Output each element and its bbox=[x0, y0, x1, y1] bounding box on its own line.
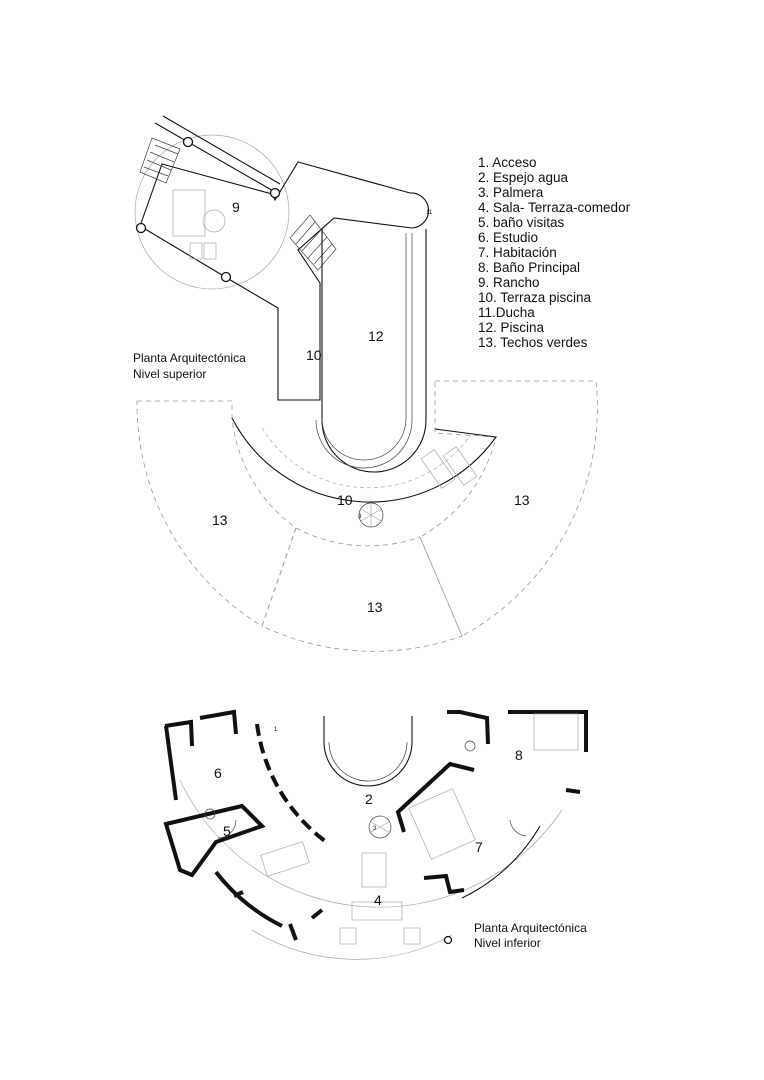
terrace-outline bbox=[231, 417, 497, 503]
legend-item: 7. Habitación bbox=[478, 245, 557, 260]
bed bbox=[408, 788, 476, 860]
rancho-column-base bbox=[202, 209, 226, 233]
legend-item: 12. Piscina bbox=[478, 320, 545, 335]
room-label-habitacion: 7 bbox=[475, 839, 483, 855]
green-roof-right-outline bbox=[419, 380, 598, 637]
lower-caption-line2: Nivel inferior bbox=[474, 936, 541, 950]
legend-item: 11.Ducha bbox=[478, 305, 535, 320]
legend-item: 6. Estudio bbox=[478, 230, 538, 245]
pool-inner-edge-2 bbox=[315, 233, 413, 469]
armchair bbox=[403, 927, 421, 945]
pillar-icon bbox=[220, 271, 232, 283]
rancho-circle bbox=[134, 134, 290, 290]
green-roof-bottom-outline bbox=[261, 527, 463, 652]
room-label-sala: 4 bbox=[374, 892, 382, 908]
pillar-icon bbox=[182, 136, 194, 148]
palm-leaves bbox=[370, 821, 390, 833]
lounger bbox=[442, 446, 478, 486]
upper-stair bbox=[289, 214, 337, 271]
palm-leaves bbox=[360, 503, 382, 527]
upper-level-plan bbox=[134, 115, 598, 652]
upper-caption-line1: Planta Arquitectónica bbox=[133, 351, 246, 365]
room-label-techo-right: 13 bbox=[514, 492, 530, 508]
room-label-piscina: 12 bbox=[368, 328, 384, 344]
room-label-palmera-upper: 3 bbox=[358, 514, 362, 520]
room-label-techo-left: 13 bbox=[212, 512, 228, 528]
water-mirror-outline bbox=[323, 716, 413, 787]
room-label-palmera-lower: 3 bbox=[373, 826, 377, 832]
green-roof-left-outline bbox=[136, 400, 297, 627]
pillar-icon bbox=[269, 187, 281, 199]
studio-curved-wall bbox=[255, 723, 331, 846]
pool-inner-edge bbox=[321, 233, 407, 461]
rancho-bench-a bbox=[189, 242, 203, 260]
room-label-bano-visitas: 5 bbox=[223, 823, 231, 839]
room-label-estudio: 6 bbox=[214, 765, 222, 781]
bath-visitors-box bbox=[163, 803, 266, 878]
lower-level-plan bbox=[163, 709, 588, 960]
legend-item: 5. baño visitas bbox=[478, 215, 565, 230]
studio-walls bbox=[164, 709, 238, 801]
room-label-terraza-bottom: 10 bbox=[337, 492, 353, 508]
rancho-bench-b bbox=[203, 242, 217, 260]
toilet-icon bbox=[464, 740, 476, 752]
terrace-inner-dashed bbox=[261, 427, 471, 489]
room-label-terraza-left: 10 bbox=[306, 347, 322, 363]
palm-icon bbox=[368, 815, 392, 839]
legend-item: 9. Rancho bbox=[478, 275, 540, 290]
lower-caption-line1: Planta Arquitectónica bbox=[474, 921, 587, 935]
rancho-platform bbox=[139, 161, 430, 401]
lower-footprint-arc bbox=[251, 929, 453, 960]
legend-item: 13. Techos verdes bbox=[478, 335, 588, 350]
door-swing bbox=[509, 819, 527, 837]
legend-item: 2. Espejo agua bbox=[478, 170, 569, 185]
legend-item: 8. Baño Principal bbox=[478, 260, 580, 275]
shower-box bbox=[533, 713, 579, 751]
lounger bbox=[420, 449, 456, 489]
room-label-espejo: 2 bbox=[365, 791, 373, 807]
room-label-acceso: 1 bbox=[274, 727, 278, 733]
water-mirror-inner bbox=[328, 741, 408, 782]
bath-main-walls bbox=[447, 710, 588, 752]
door-swing bbox=[217, 819, 237, 839]
dining-table bbox=[361, 852, 387, 888]
legend-item: 1. Acceso bbox=[478, 155, 537, 170]
room-label-bano-principal: 8 bbox=[515, 747, 523, 763]
room-label-rancho: 9 bbox=[232, 199, 240, 215]
bedroom-door bbox=[423, 873, 465, 895]
toilet-icon bbox=[204, 808, 216, 820]
studio-desk bbox=[260, 841, 310, 877]
legend: 1. Acceso 2. Espejo agua 3. Palmera 4. S… bbox=[478, 155, 631, 350]
armchair bbox=[339, 927, 357, 945]
sofa bbox=[351, 901, 403, 921]
pillar-icon bbox=[135, 222, 147, 234]
rancho-table bbox=[172, 189, 206, 237]
upper-caption-line2: Nivel superior bbox=[133, 367, 206, 381]
west-wall-lower bbox=[214, 870, 283, 928]
room-label-techo-bottom: 13 bbox=[367, 599, 383, 615]
east-wall-stub bbox=[565, 788, 581, 794]
pool-outline bbox=[321, 229, 427, 473]
legend-item: 4. Sala- Terraza-comedor bbox=[478, 200, 631, 215]
pillar-icon bbox=[443, 935, 453, 945]
legend-item: 10. Terraza piscina bbox=[478, 290, 592, 305]
legend-item: 3. Palmera bbox=[478, 185, 544, 200]
access-bridge bbox=[154, 115, 281, 193]
room-label-ducha: 11 bbox=[426, 210, 433, 216]
rancho-stair bbox=[139, 137, 181, 184]
bedroom-wall bbox=[395, 761, 475, 833]
bedroom-outer-curve bbox=[461, 825, 541, 899]
west-door-stub bbox=[233, 890, 324, 941]
